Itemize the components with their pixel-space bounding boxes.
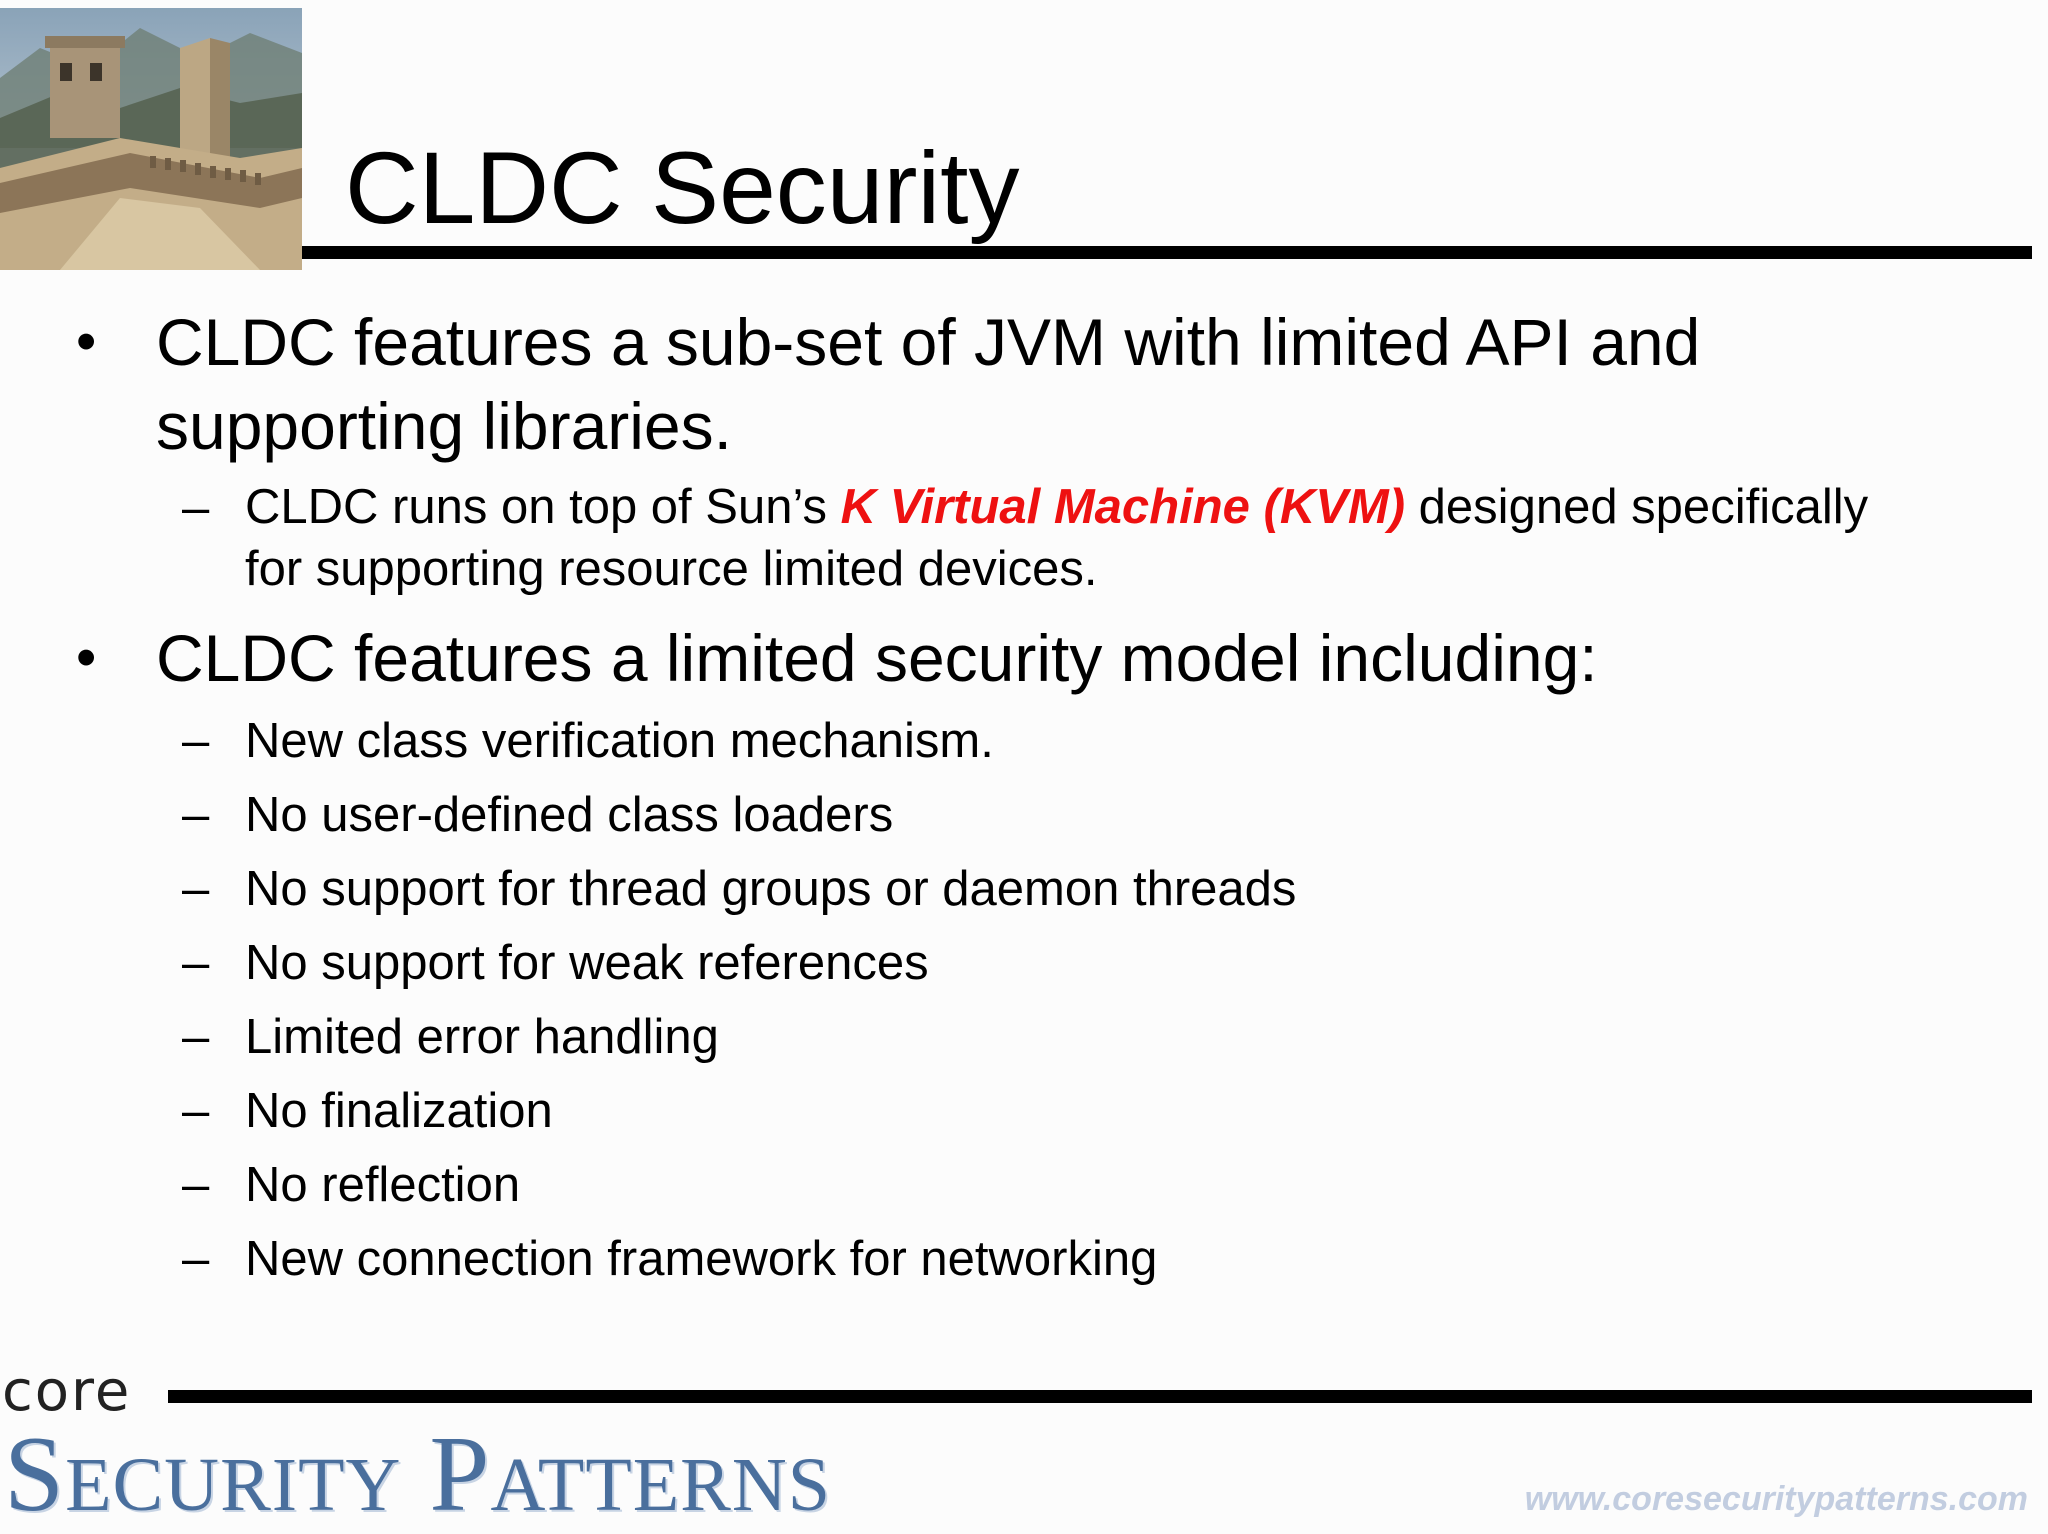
logo-core-text: core [2, 1359, 132, 1424]
footer-url: www.coresecuritypatterns.com [1524, 1480, 2028, 1518]
great-wall-photo [0, 8, 302, 270]
sub-item-reflection: No reflection [245, 1158, 521, 1212]
sub-item-class-loaders: No user-defined class loaders [245, 788, 894, 842]
sub-bullet-kvm-line-1: CLDC runs on top of Sun’s K Virtual Mach… [245, 476, 1868, 538]
sub-bullet-marker: – [182, 788, 210, 842]
sub-item-finalization: No finalization [245, 1084, 553, 1138]
sub-item-connection-framework: New connection framework for networking [245, 1232, 1158, 1286]
slide-title: CLDC Security [345, 131, 1020, 245]
sub-item-error-handling: Limited error handling [245, 1010, 719, 1064]
logo-security-patterns: Security Patterns [4, 1415, 832, 1534]
sub-text-before: CLDC runs on top of Sun’s [245, 480, 841, 534]
sub-text-after: designed specifically [1405, 480, 1869, 534]
bullet-1-line-1: CLDC features a sub-set of JVM with limi… [156, 305, 1701, 379]
sub-bullet-marker: – [182, 1010, 210, 1064]
sub-bullet-marker: – [182, 862, 210, 916]
bullet-marker: • [76, 309, 97, 374]
sub-bullet-marker: – [182, 936, 210, 990]
kvm-highlight: K Virtual Machine (KVM) [840, 480, 1406, 534]
sub-bullet-marker: – [182, 481, 210, 535]
footer-divider [168, 1390, 2032, 1403]
sub-item-weak-references: No support for weak references [245, 936, 929, 990]
sub-bullet-marker: – [182, 1158, 210, 1212]
bullet-2-text: CLDC features a limited security model i… [156, 621, 1598, 695]
sub-bullet-kvm-line-2: for supporting resource limited devices. [245, 542, 1098, 596]
sub-bullet-marker: – [182, 1084, 210, 1138]
bullet-1-line-2: supporting libraries. [156, 389, 732, 463]
sub-bullet-marker: – [182, 714, 210, 768]
sub-item-verification: New class verification mechanism. [245, 714, 994, 768]
sub-bullet-marker: – [182, 1232, 210, 1286]
bullet-marker: • [76, 625, 97, 690]
sub-item-thread-groups: No support for thread groups or daemon t… [245, 862, 1297, 916]
title-divider [302, 246, 2032, 259]
